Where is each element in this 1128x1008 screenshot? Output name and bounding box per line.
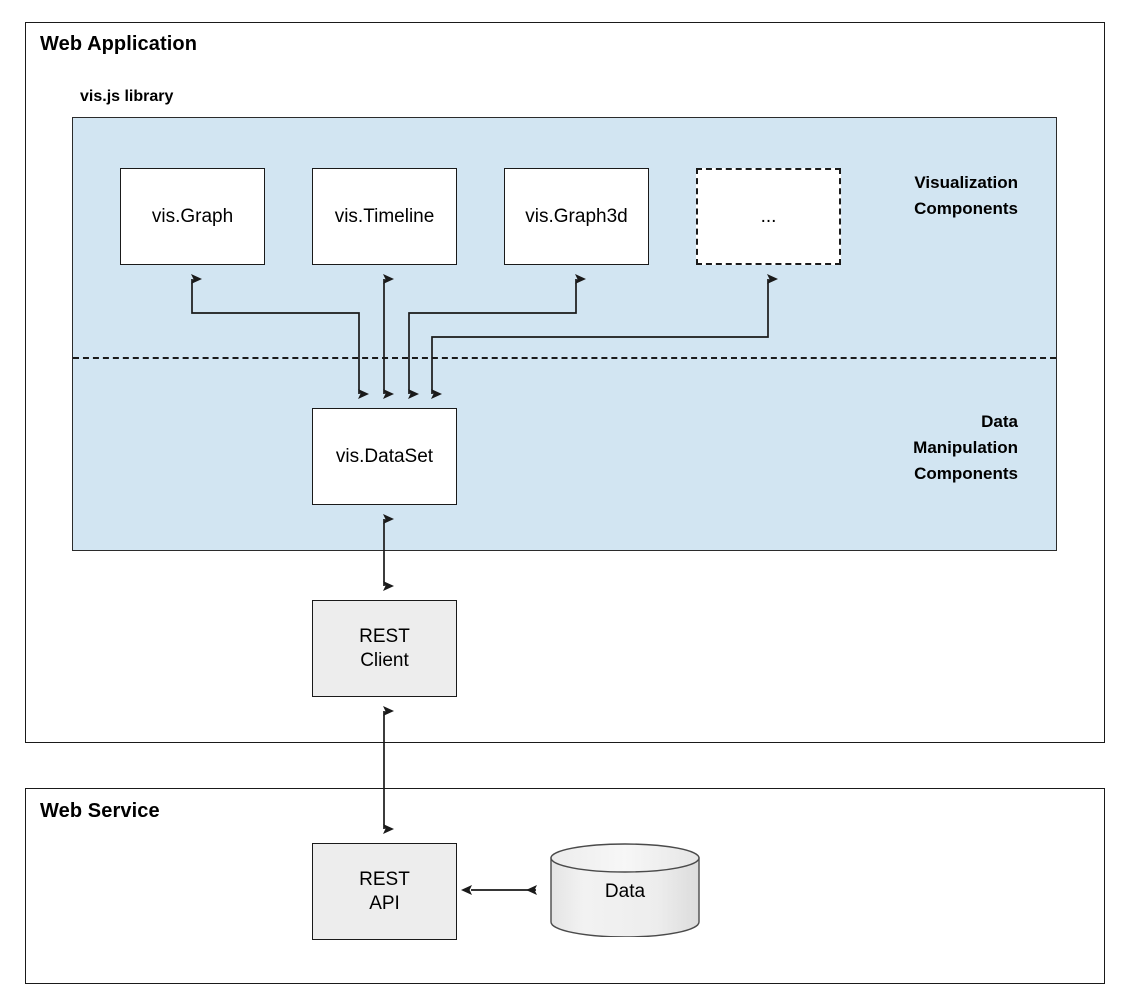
node-vis-graph3d[interactable]: vis.Graph3d bbox=[504, 168, 649, 265]
node-more-components[interactable]: ... bbox=[696, 168, 841, 265]
container-web-application bbox=[25, 22, 1105, 743]
section-label-data-manipulation-components: Data Manipulation Components bbox=[913, 412, 1018, 483]
container-title-web-application: Web Application bbox=[40, 33, 198, 55]
node-data-store[interactable]: Data bbox=[550, 843, 700, 938]
layer-divider bbox=[73, 357, 1056, 359]
container-title-web-service: Web Service bbox=[40, 800, 160, 822]
node-rest-api[interactable]: REST API bbox=[312, 843, 457, 940]
node-vis-graph[interactable]: vis.Graph bbox=[120, 168, 265, 265]
data-store-label: Data bbox=[604, 881, 646, 902]
section-label-visualization-components: Visualization Components bbox=[914, 173, 1018, 218]
container-web-service bbox=[25, 788, 1105, 984]
node-vis-timeline[interactable]: vis.Timeline bbox=[312, 168, 457, 265]
library-label: vis.js library bbox=[80, 88, 174, 105]
cylinder-shape bbox=[550, 843, 700, 938]
node-vis-dataset[interactable]: vis.DataSet bbox=[312, 408, 457, 505]
node-rest-client[interactable]: REST Client bbox=[312, 600, 457, 697]
